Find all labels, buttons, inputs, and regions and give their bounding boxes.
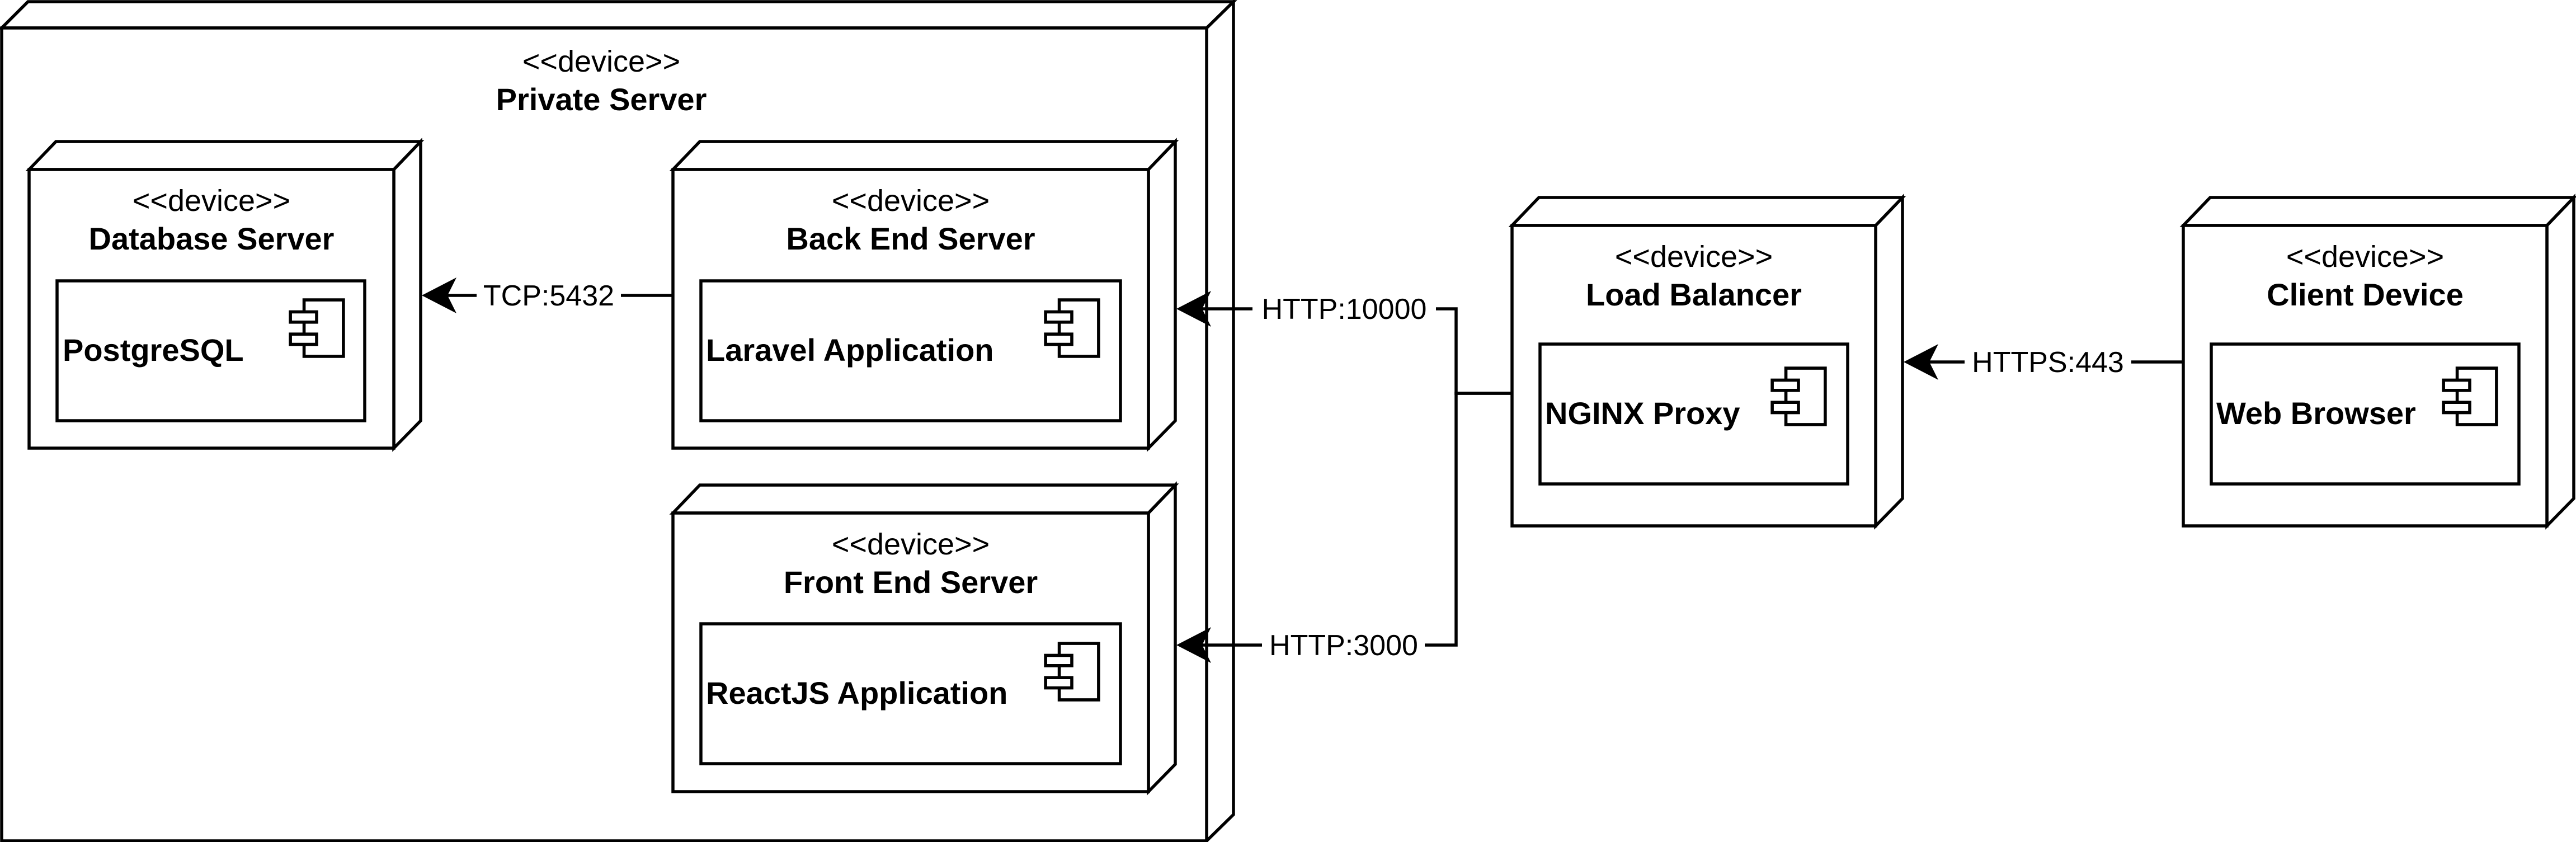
front-end-server-side xyxy=(1147,481,1177,796)
back-end-server-side xyxy=(1147,138,1177,452)
back-end-server-top xyxy=(669,140,1179,171)
load-balancer-side xyxy=(1874,194,1904,530)
load-balancer-stereotype: <<device>> xyxy=(1615,240,1773,274)
connector-https-443[interactable]: HTTPS:443 xyxy=(1904,344,2183,380)
arrowhead-icon xyxy=(1904,344,1938,380)
connector-http-3000[interactable]: HTTP:3000 xyxy=(1176,392,1512,663)
connector-tcp-5432-label: TCP:5432 xyxy=(483,280,614,312)
connector-http-3000-label: HTTP:3000 xyxy=(1269,629,1418,662)
front-end-server-title: Front End Server xyxy=(784,565,1038,600)
node-database-server[interactable]: <<device>> Database Server PostgreSQL xyxy=(25,138,425,452)
client-device-stereotype: <<device>> xyxy=(2286,240,2444,274)
connector-http-10000-label: HTTP:10000 xyxy=(1262,293,1427,326)
connector-line xyxy=(1436,307,1512,395)
component-web-browser[interactable]: Web Browser xyxy=(2210,342,2521,486)
database-server-title: Database Server xyxy=(89,221,335,256)
back-end-server-title: Back End Server xyxy=(786,221,1035,256)
connector-https-443-label: HTTPS:443 xyxy=(1972,346,2124,379)
node-back-end-server[interactable]: <<device>> Back End Server Laravel Appli… xyxy=(669,138,1179,452)
component-reactjs-label: ReactJS Application xyxy=(706,675,1007,711)
connector-line xyxy=(1425,392,1512,647)
component-reactjs-box xyxy=(699,622,1122,765)
component-postgresql-label: PostgreSQL xyxy=(63,332,244,368)
back-end-server-stereotype: <<device>> xyxy=(832,184,990,218)
component-nginx-label: NGINX Proxy xyxy=(1545,396,1740,431)
client-device-top xyxy=(2179,196,2576,227)
component-nginx-proxy[interactable]: NGINX Proxy xyxy=(1538,342,1849,486)
client-device-side xyxy=(2545,194,2575,530)
private-server-title: Private Server xyxy=(496,82,707,117)
connector-http-10000[interactable]: HTTP:10000 xyxy=(1176,291,1512,395)
private-server-side xyxy=(1205,0,1235,842)
component-web-browser-label: Web Browser xyxy=(2216,396,2416,431)
arrowhead-icon xyxy=(1176,627,1211,663)
private-server-top xyxy=(0,0,1237,30)
database-server-side xyxy=(392,138,422,452)
private-server-stereotype: <<device>> xyxy=(522,45,680,78)
arrowhead-icon xyxy=(1176,291,1211,327)
component-postgresql[interactable]: PostgreSQL xyxy=(55,279,366,422)
node-client-device[interactable]: <<device>> Client Device Web Browser xyxy=(2179,194,2576,530)
database-server-stereotype: <<device>> xyxy=(133,184,290,218)
load-balancer-top xyxy=(1508,196,1906,227)
front-end-server-stereotype: <<device>> xyxy=(832,528,990,561)
database-server-top xyxy=(25,140,425,171)
front-end-server-top xyxy=(669,483,1179,515)
arrowhead-icon xyxy=(422,277,456,313)
connector-tcp-5432[interactable]: TCP:5432 xyxy=(422,277,673,313)
load-balancer-title: Load Balancer xyxy=(1586,277,1802,312)
component-reactjs-application[interactable]: ReactJS Application xyxy=(699,622,1122,765)
node-front-end-server[interactable]: <<device>> Front End Server ReactJS Appl… xyxy=(669,481,1179,796)
component-laravel-application[interactable]: Laravel Application xyxy=(699,279,1122,422)
component-laravel-label: Laravel Application xyxy=(706,332,994,368)
client-device-title: Client Device xyxy=(2267,277,2464,312)
component-laravel-box xyxy=(699,279,1122,422)
node-load-balancer[interactable]: <<device>> Load Balancer NGINX Proxy xyxy=(1508,194,1906,530)
